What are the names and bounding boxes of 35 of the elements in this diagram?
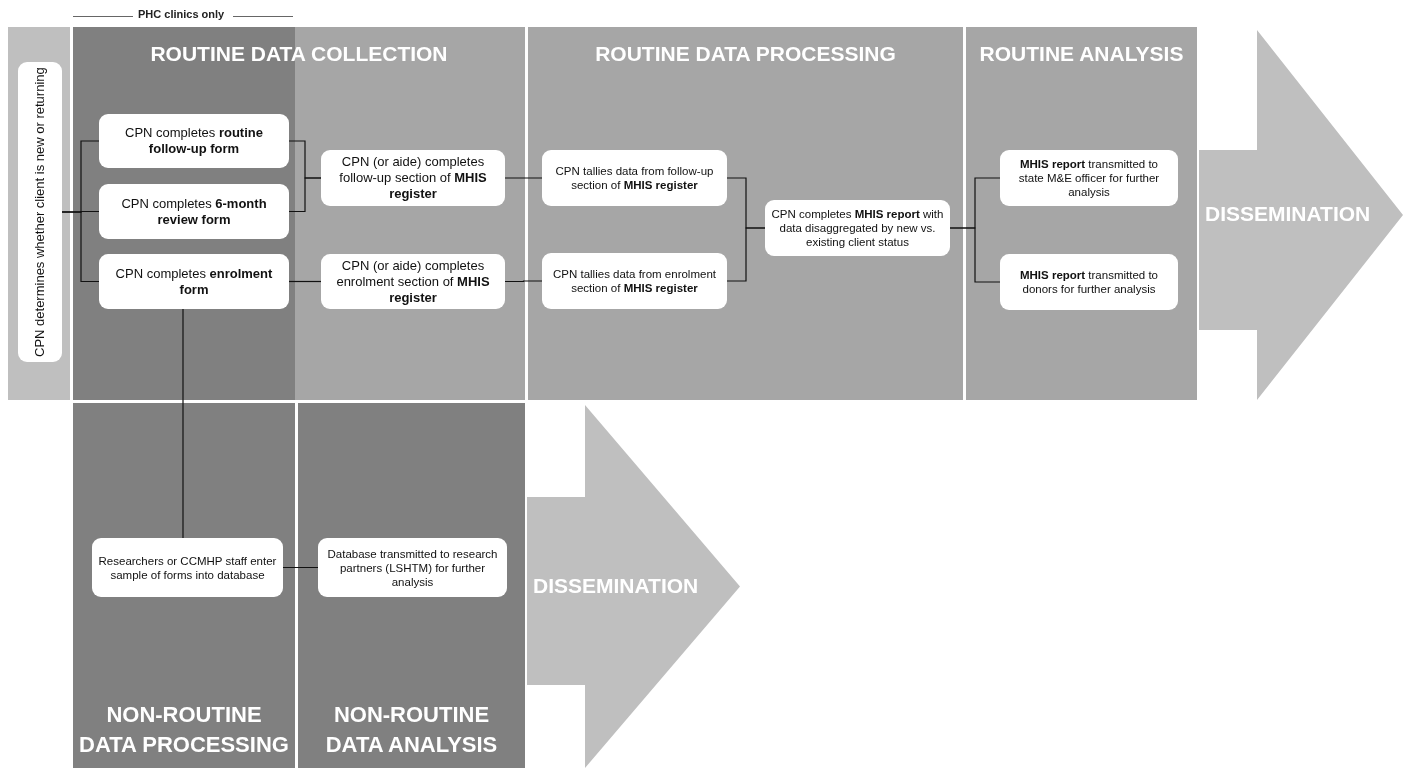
swimlane-panel (966, 27, 1197, 400)
process-box: Researchers or CCMHP staff enter sample of forms into database (92, 538, 283, 597)
process-box: CPN tallies data from follow-up section of MHIS register (542, 150, 727, 206)
connector-line (61, 211, 100, 283)
lane-heading: ROUTINE DATA PROCESSING (594, 41, 897, 66)
swimlane-panel (73, 403, 295, 768)
process-box: CPN completes 6-month review form (99, 184, 289, 239)
bracket-label: PHC clinics only (138, 8, 225, 20)
lane-heading: ROUTINE ANALYSIS (978, 41, 1185, 66)
lane-heading: NON-ROUTINE DATA ANALYSIS (324, 701, 499, 759)
swimlane-panel (528, 27, 963, 400)
process-box: MHIS report transmitted to state M&E officer for further analysis (1000, 150, 1178, 206)
connector-line (288, 280, 322, 283)
swimlane-panel (73, 27, 525, 400)
process-box: CPN determines whether client is new or returning (18, 62, 62, 362)
swimlane-panel (298, 403, 525, 768)
process-box: CPN (or aide) completes enrolment section of MHIS register (321, 254, 505, 309)
connector-line (504, 177, 543, 179)
lane-heading: ROUTINE DATA COLLECTION (149, 41, 449, 66)
process-box: Database transmitted to research partners (LSHTM) for further analysis (318, 538, 507, 597)
connector-line (726, 227, 766, 282)
process-box: CPN completes enrolment form (99, 254, 289, 309)
process-box: CPN (or aide) completes follow-up section of MHIS register (321, 150, 505, 206)
process-box: CPN completes routine follow-up form (99, 114, 289, 168)
lane-heading: NON-ROUTINE DATA PROCESSING (78, 701, 290, 759)
process-box: CPN tallies data from enrolment section of MHIS register (542, 253, 727, 309)
connector-line (282, 566, 319, 569)
connector-line (949, 227, 1001, 283)
connector-line (182, 308, 184, 539)
process-box: CPN completes MHIS report with data disaggregated by new vs. existing client status (765, 200, 950, 256)
connector-line (288, 177, 322, 213)
arrow-label: DISSEMINATION (1205, 202, 1371, 226)
connector-line (504, 280, 543, 283)
process-box: MHIS report transmitted to donors for further analysis (1000, 254, 1178, 310)
arrow-label: DISSEMINATION (533, 573, 699, 598)
